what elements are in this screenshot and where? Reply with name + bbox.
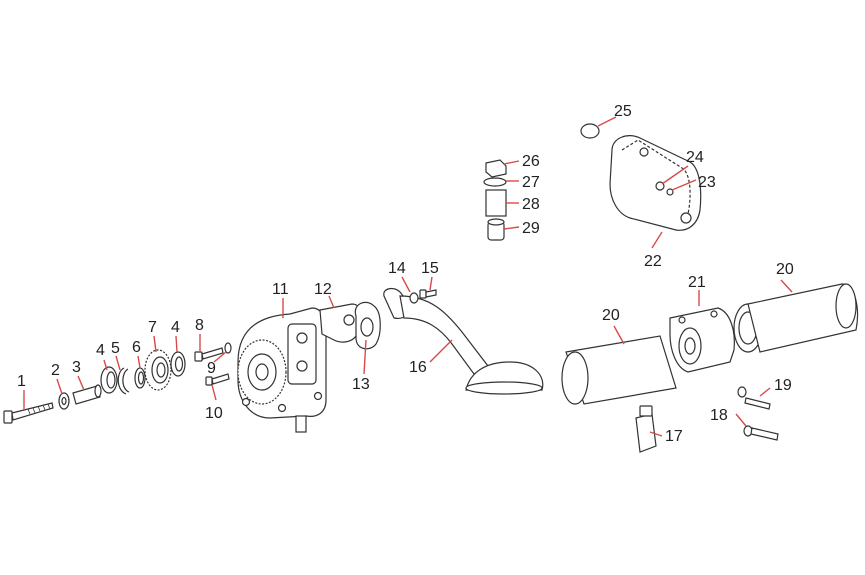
part-11-pump-housing (237, 307, 327, 433)
part-2-washer (58, 392, 70, 410)
callout-8: 8 (195, 317, 204, 334)
callout-16: 16 (409, 359, 427, 376)
part-20-filter-right (733, 283, 859, 353)
part-7-gear (144, 349, 172, 391)
leader-lines (23, 116, 793, 437)
part-9-washer (224, 342, 232, 354)
callout-2: 2 (51, 362, 60, 379)
part-23-washer (666, 188, 674, 196)
part-12-gasket (319, 303, 362, 343)
callout-15: 15 (421, 260, 439, 277)
callout-19: 19 (774, 377, 792, 394)
callout-13: 13 (352, 376, 370, 393)
callout-9: 9 (207, 360, 216, 377)
part-19-bolt (737, 386, 771, 410)
callout-10: 10 (205, 405, 223, 422)
part-22-cooler-housing (609, 135, 702, 231)
callout-22: 22 (644, 253, 662, 270)
callout-12: 12 (314, 281, 332, 298)
callout-5: 5 (111, 340, 120, 357)
callout-4-right: 4 (171, 319, 180, 336)
callout-1: 1 (17, 373, 26, 390)
part-8-bolt (194, 347, 224, 362)
callout-11: 11 (272, 281, 289, 298)
part-17-sensor (635, 405, 657, 453)
callout-23: 23 (698, 174, 716, 191)
callout-21: 21 (688, 274, 706, 291)
callout-7: 7 (148, 319, 157, 336)
callout-29: 29 (522, 220, 540, 237)
part-10-bolt (205, 373, 230, 386)
part-20-filter-left (561, 335, 677, 405)
callout-18: 18 (710, 407, 728, 424)
callout-28: 28 (522, 196, 540, 213)
part-4-ring-left (100, 366, 118, 394)
callout-14: 14 (388, 260, 406, 277)
part-4-ring-right (170, 351, 186, 377)
callout-labels: 1 2 3 4 5 6 7 4 8 9 10 11 12 13 14 15 16… (17, 103, 794, 445)
callout-3: 3 (72, 359, 81, 376)
part-28-spring (485, 189, 507, 217)
callout-24: 24 (686, 149, 704, 166)
callout-20-right: 20 (776, 261, 794, 278)
part-6-ring (134, 367, 146, 389)
part-27-seal-ring (483, 177, 507, 187)
part-25-o-ring (580, 123, 600, 139)
part-16-pickup-tube (383, 287, 544, 395)
callout-27: 27 (522, 174, 540, 191)
callout-4-left: 4 (96, 342, 105, 359)
part-26-plug (485, 159, 507, 178)
callout-17: 17 (665, 428, 683, 445)
part-14-washer (409, 292, 419, 304)
part-15-bolt (419, 289, 437, 299)
callout-26: 26 (522, 153, 540, 170)
part-5-snap-ring (117, 367, 130, 395)
part-18-bolt (743, 425, 779, 441)
callout-6: 6 (132, 339, 141, 356)
callout-20-left: 20 (602, 307, 620, 324)
part-13-gasket (354, 301, 381, 350)
part-29-piston (487, 218, 505, 241)
part-3-sleeve (72, 384, 102, 405)
part-1-bolt (3, 402, 54, 424)
part-21-filter-head (669, 307, 735, 373)
callout-25: 25 (614, 103, 632, 120)
